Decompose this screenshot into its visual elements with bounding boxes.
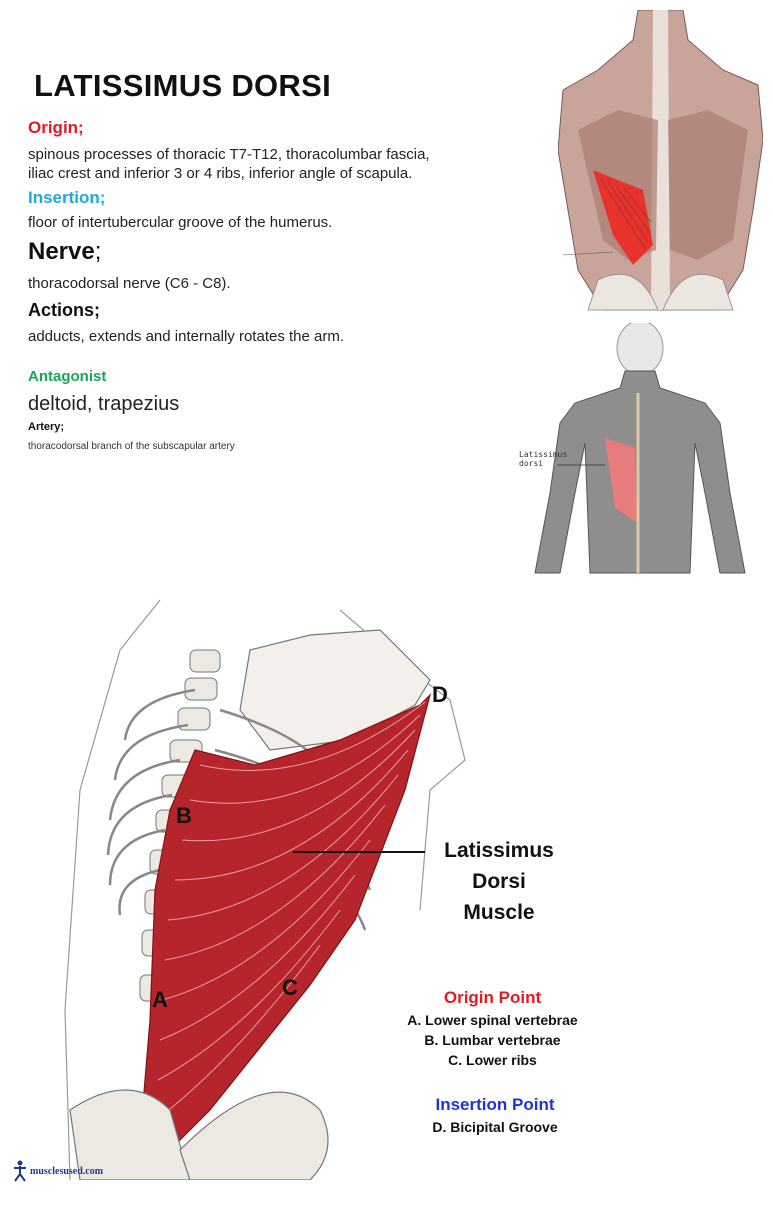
back-muscles-illustration [558,10,763,311]
origin-point-item: B. Lumbar vertebrae [424,1032,561,1048]
origin-text-line1: spinous processes of thoracic T7-T12, th… [28,146,430,163]
latissimus-diagram [64,599,466,1180]
antagonist-heading: Antagonist [28,368,107,385]
insertion-heading: Insertion; [28,188,106,207]
artery-heading: Artery; [28,421,65,433]
figure-label-line2: dorsi [519,459,544,468]
origin-point-item: C. Lower ribs [448,1052,537,1068]
nerve-heading-suffix: ; [94,238,102,265]
watermark-text: musclesused.com [30,1165,104,1177]
muscle-label-line2: Dorsi [472,870,526,893]
nerve-heading-word: Nerve [28,238,95,265]
insertion-point-item: D. Bicipital Groove [432,1119,558,1135]
watermark: musclesused.com [12,1160,103,1182]
insertion-text: floor of intertubercular groove of the h… [28,214,333,231]
figure-label-line1: Latissimus [519,450,568,459]
antagonist-text: deltoid, trapezius [28,393,180,415]
muscle-label-line3: Muscle [463,901,535,924]
nerve-text: thoracodorsal nerve (C6 - C8). [28,275,231,292]
artery-text: thoracodorsal branch of the subscapular … [28,441,235,452]
insertion-point-title: Insertion Point [435,1095,555,1114]
figure-back-illustration [534,323,746,574]
actions-heading: Actions; [28,300,100,320]
origin-point-item: A. Lower spinal vertebrae [407,1012,578,1028]
page-title: LATISSIMUS DORSI [34,68,332,103]
muscle-label: Latissimus Dorsi Muscle [418,835,580,928]
origin-heading: Origin; [28,118,84,137]
diagram-point-a: A [152,987,168,1012]
muscle-label-line1: Latissimus [444,839,554,862]
actions-text: adducts, extends and internally rotates … [28,328,345,345]
diagram-point-d: D [432,682,448,707]
origin-point-title: Origin Point [443,988,542,1007]
diagram-point-b: B [176,803,192,828]
stick-figure-icon [14,1160,26,1182]
origin-point-legend: Origin Point A. Lower spinal vertebrae B… [370,988,615,1068]
nerve-heading: Nerve; [28,238,101,266]
insertion-point-legend: Insertion Point D. Bicipital Groove [380,1095,610,1135]
diagram-point-c: C [282,975,298,1000]
origin-text-line2: iliac crest and inferior 3 or 4 ribs, in… [28,165,413,182]
